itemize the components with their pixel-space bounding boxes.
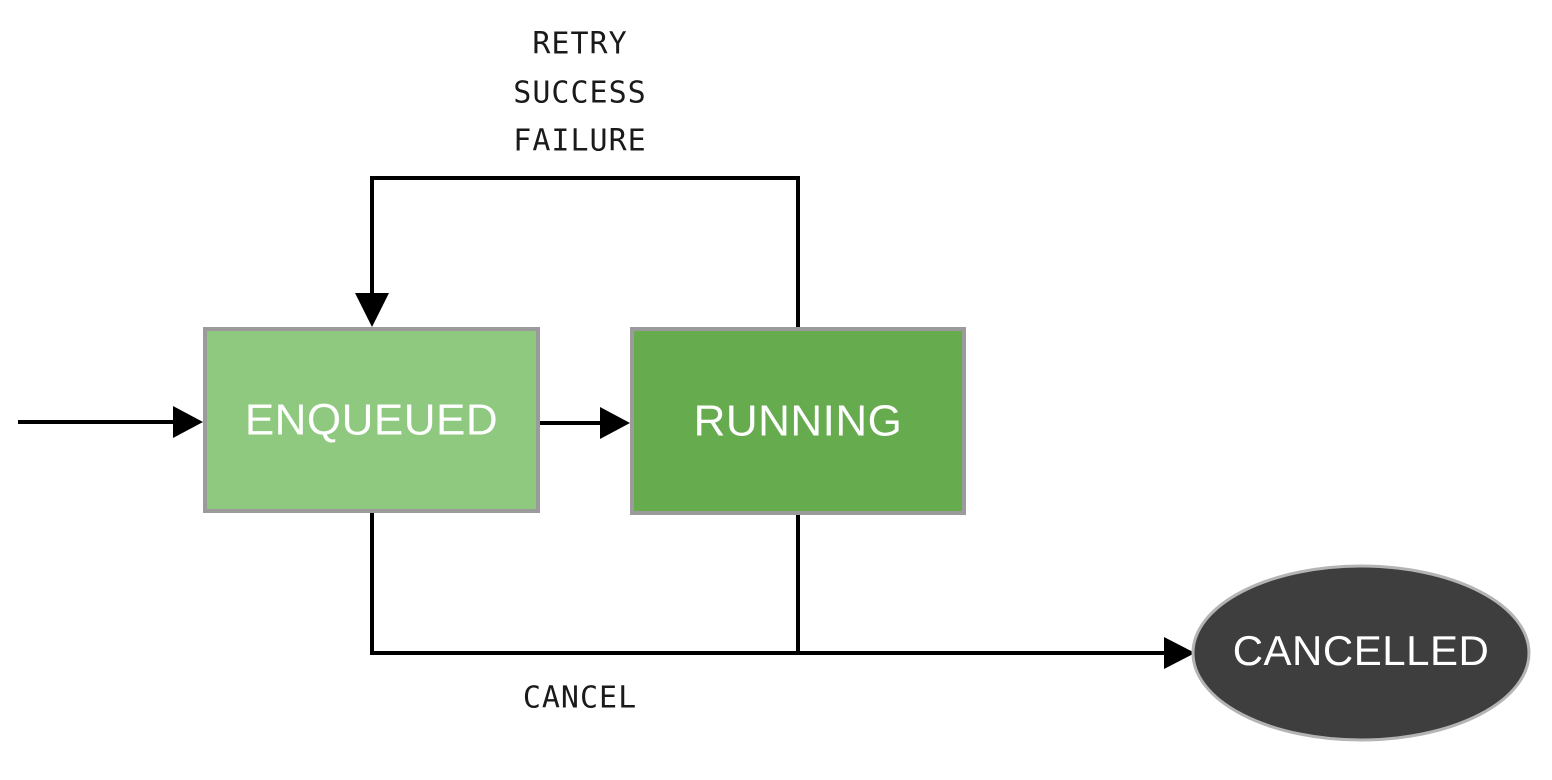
edge-cancel-line xyxy=(370,513,1177,655)
edge-label-failure: FAILURE xyxy=(513,124,646,159)
arrowhead-into-cancelled-left xyxy=(1164,637,1195,669)
edge-label-success: SUCCESS xyxy=(513,76,646,111)
arrowhead-into-enqueued-left xyxy=(173,406,203,438)
node-cancelled-label: CANCELLED xyxy=(1233,627,1490,674)
edge-enqueued-to-running[interactable] xyxy=(540,407,630,439)
node-running-shape xyxy=(630,327,966,515)
edge-start-to-enqueued[interactable] xyxy=(18,406,203,438)
edge-labels-layer: RETRY SUCCESS FAILURE CANCEL xyxy=(513,27,646,716)
edges-layer xyxy=(18,176,1195,669)
edge-label-retry: RETRY xyxy=(532,27,627,62)
edge-enqueued-to-cancelled[interactable] xyxy=(370,513,1195,669)
node-cancelled-shape xyxy=(1191,564,1531,742)
node-running-label: RUNNING xyxy=(694,397,903,446)
arrowhead-into-running-left xyxy=(600,407,630,439)
node-enqueued-shape xyxy=(203,327,540,513)
edge-label-cancel: CANCEL xyxy=(523,681,637,716)
node-cancelled[interactable]: CANCELLED xyxy=(1191,564,1531,742)
nodes-layer: ENQUEUED RUNNING CANCELLED xyxy=(203,327,1531,742)
node-running[interactable]: RUNNING xyxy=(630,327,966,515)
node-enqueued[interactable]: ENQUEUED xyxy=(203,327,540,513)
edge-running-to-enqueued-retry[interactable] xyxy=(355,176,800,327)
arrowhead-into-enqueued-top xyxy=(355,293,389,327)
edge-retry-loop-line xyxy=(370,176,800,327)
node-enqueued-label: ENQUEUED xyxy=(245,396,498,445)
